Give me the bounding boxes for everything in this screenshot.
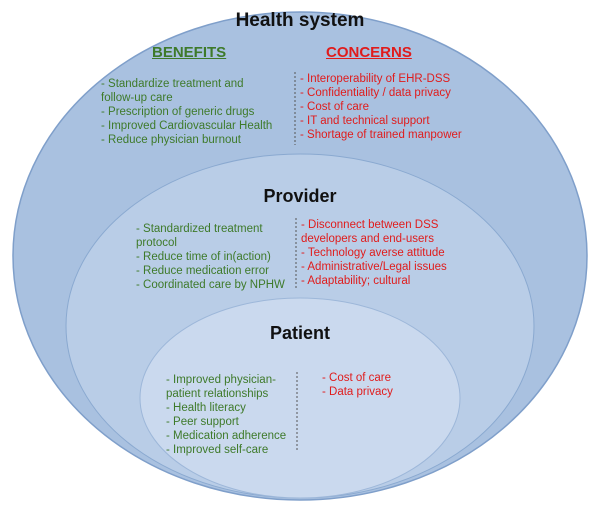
list-item: developers and end-users: [301, 233, 434, 245]
list-item: - Confidentiality / data privacy: [300, 87, 451, 99]
list-item: - Administrative/Legal issues: [301, 261, 447, 273]
list-item: - Shortage of trained manpower: [300, 129, 462, 141]
list-item: protocol: [136, 237, 177, 249]
list-item: - Improved physician-: [166, 374, 276, 386]
list-item: - Health literacy: [166, 402, 246, 414]
list-item: - Reduce medication error: [136, 265, 269, 277]
list-item: patient relationships: [166, 388, 269, 400]
list-item: follow-up care: [101, 92, 173, 104]
list-item: - Coordinated care by NPHW: [136, 279, 285, 291]
patient-title: Patient: [269, 323, 330, 343]
list-item: - Standardized treatment: [136, 223, 263, 235]
health-system-benefits-list: - Standardize treatment and follow-up ca…: [101, 77, 272, 147]
list-item: - Peer support: [166, 416, 239, 428]
benefits-header: BENEFITS: [152, 44, 227, 61]
patient-concerns-list: - Cost of care - Data privacy: [322, 371, 393, 399]
list-item: - Reduce time of in(action): [136, 251, 271, 263]
concerns-header: CONCERNS: [326, 44, 412, 61]
health-system-concerns-list: - Interoperability of EHR-DSS - Confiden…: [300, 72, 462, 142]
list-item: - Disconnect between DSS: [301, 219, 439, 231]
provider-benefits-list: - Standardized treatment protocol - Redu…: [136, 222, 285, 292]
provider-concerns-list: - Disconnect between DSS developers and …: [301, 218, 447, 288]
list-item: - IT and technical support: [300, 115, 430, 127]
list-item: - Cost of care: [322, 372, 392, 384]
patient-ellipse: [139, 297, 461, 499]
list-item: - Improved Cardiovascular Health: [101, 120, 273, 132]
list-item: - Technology averse attitude: [301, 247, 445, 259]
list-item: - Cost of care: [300, 101, 370, 113]
list-item: - Medication adherence: [166, 430, 287, 442]
list-item: - Standardize treatment and: [101, 78, 244, 90]
health-system-title: Health system: [235, 10, 365, 31]
list-item: - Improved self-care: [166, 444, 269, 456]
list-item: - Prescription of generic drugs: [101, 106, 255, 118]
list-item: - Data privacy: [322, 386, 393, 398]
provider-title: Provider: [263, 186, 337, 206]
list-item: - Adaptability; cultural: [301, 275, 411, 287]
list-item: - Reduce physician burnout: [101, 134, 241, 146]
patient-benefits-list: - Improved physician- patient relationsh…: [166, 373, 286, 457]
list-item: - Interoperability of EHR-DSS: [300, 73, 451, 85]
